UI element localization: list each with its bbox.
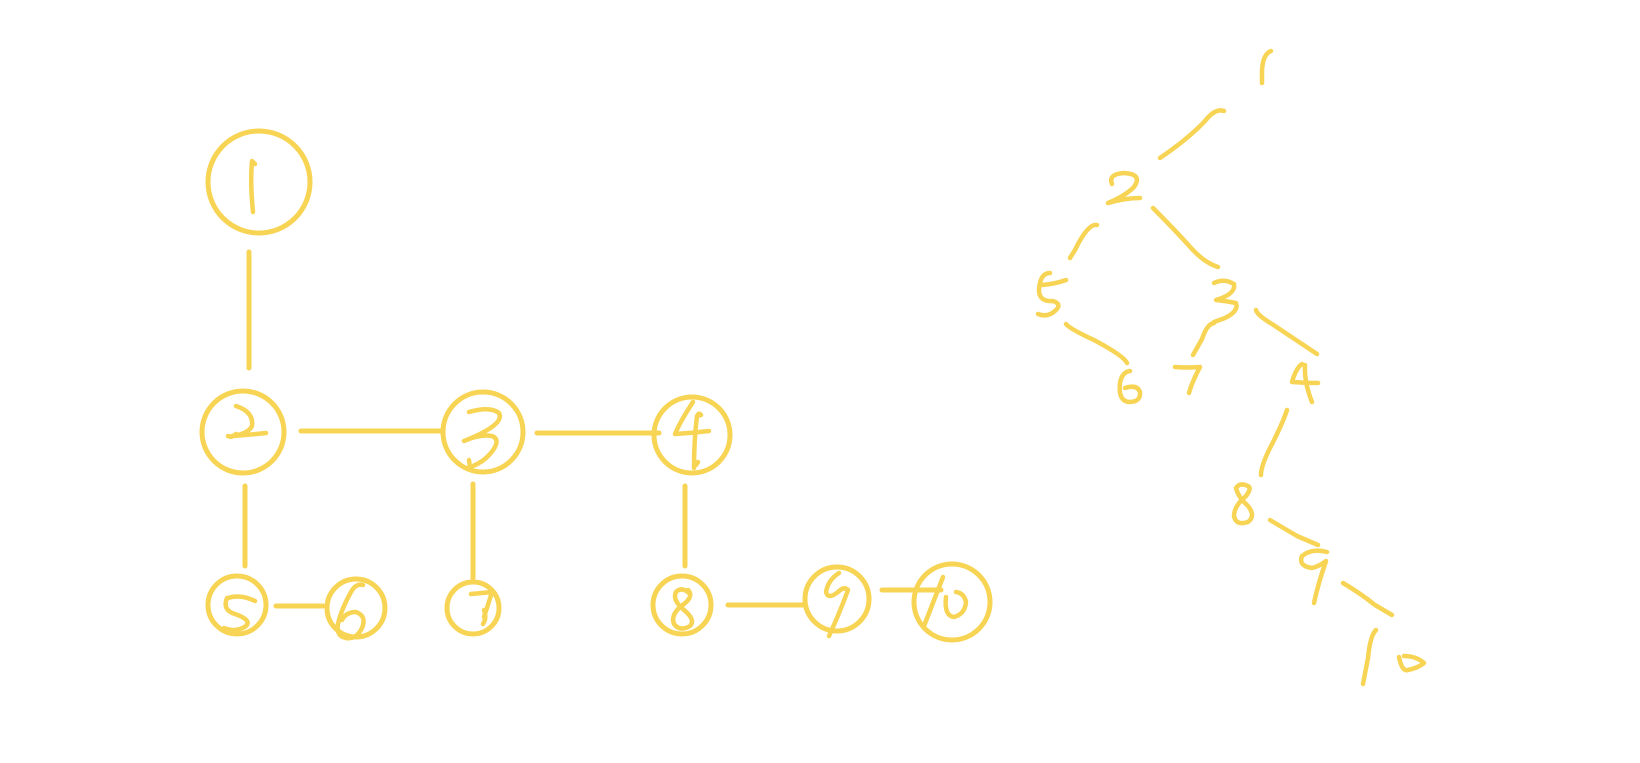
tree-node-9: 9 [802, 564, 872, 639]
binary-node-2: 2 [1105, 170, 1143, 206]
digit-7-glyph [1172, 364, 1203, 396]
node-circle [440, 389, 526, 475]
binary-node-9: 9 [1298, 548, 1330, 606]
tree-node-3: 3 [440, 389, 526, 475]
digit-10-glyph [921, 574, 969, 629]
tree-node-1: 1 [205, 128, 313, 236]
digit-5-glyph [1035, 270, 1069, 318]
binary-node-3: 3 [1211, 278, 1239, 325]
node-circle [911, 561, 993, 643]
digit-5-glyph [221, 594, 258, 633]
tree-node-5: 5 [205, 573, 269, 637]
binary-node-7: 7 [1172, 364, 1203, 396]
digit-4-glyph [1289, 361, 1321, 405]
right-tree-edges [1063, 108, 1395, 618]
node-circle [802, 564, 872, 634]
digit-6-glyph [335, 582, 366, 641]
tree-node-4: 4 [651, 394, 733, 476]
digit-1-glyph [1259, 48, 1274, 86]
digit-2-glyph [225, 403, 269, 439]
left-tree-nodes: 1 2 3 4 5 [199, 128, 993, 643]
binary-node-8: 8 [1231, 482, 1255, 526]
digit-3-glyph [461, 407, 503, 471]
edge-3-4 [1253, 307, 1320, 357]
node-circle [650, 573, 714, 637]
binary-node-1: 1 [1259, 48, 1274, 86]
digit-1-glyph [248, 158, 258, 215]
digit-9-glyph [1298, 548, 1330, 606]
tree-node-6: 6 [324, 576, 388, 641]
edge-2-5 [1067, 222, 1100, 261]
binary-node-10: 10 [1360, 627, 1427, 687]
digit-9-glyph [823, 570, 851, 639]
right-binary-tree: 1 2 5 3 6 7 4 [1035, 48, 1427, 687]
node-circle [205, 573, 269, 637]
digit-6-glyph [1117, 368, 1143, 405]
digit-7-glyph [468, 589, 495, 627]
edge-4-8 [1258, 407, 1290, 478]
digit-8-glyph [670, 587, 695, 631]
digit-2-glyph [1105, 170, 1143, 206]
node-circle [205, 128, 313, 236]
binary-node-4: 4 [1289, 361, 1321, 405]
tree-node-10: 10 [911, 561, 993, 643]
digit-10-glyph [1360, 627, 1427, 687]
edge-5-6 [1063, 321, 1130, 366]
node-circle [199, 388, 287, 476]
digit-8-glyph [1231, 482, 1255, 526]
node-circle [651, 394, 733, 476]
tree-node-7: 7 [444, 579, 502, 637]
node-circle [444, 579, 502, 637]
tree-node-2: 2 [199, 388, 287, 476]
binary-node-5: 5 [1035, 270, 1069, 318]
tree-node-8: 8 [650, 573, 714, 637]
edge-1-2 [1157, 108, 1227, 161]
binary-node-6: 6 [1117, 368, 1143, 405]
edge-8-9 [1267, 517, 1321, 548]
digit-3-glyph [1211, 278, 1239, 325]
left-tree-edges [242, 249, 944, 609]
edge-9-10 [1340, 580, 1395, 618]
digit-4-glyph [672, 399, 712, 471]
edge-2-3 [1150, 205, 1221, 270]
left-tree: 1 2 3 4 5 [199, 128, 993, 643]
right-tree-nodes: 1 2 5 3 6 7 4 [1035, 48, 1427, 687]
